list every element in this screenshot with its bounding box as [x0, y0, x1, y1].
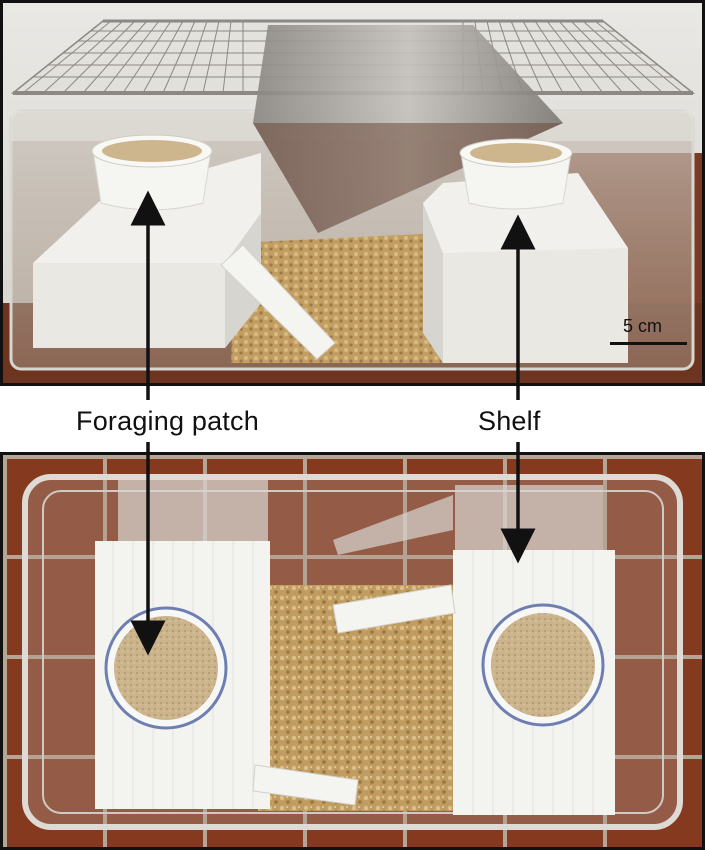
top-view-photo — [0, 452, 705, 850]
right-foraging-bowl-top — [481, 603, 605, 727]
ramp-top — [332, 584, 456, 634]
shelf-label: Shelf — [478, 406, 541, 436]
foraging-patch-label: Foraging patch — [76, 406, 259, 436]
scale-bar-label: 5 cm — [623, 316, 663, 336]
right-shelf — [423, 173, 628, 363]
ramp — [220, 244, 336, 360]
left-foraging-bowl-top — [104, 606, 228, 730]
side-view-photo: 5 cm — [0, 0, 705, 386]
ramp-lower — [252, 764, 359, 806]
left-foraging-bowl — [91, 134, 213, 211]
top-view-illustration — [3, 455, 702, 847]
bedding — [231, 233, 448, 363]
side-view-illustration — [3, 3, 702, 383]
right-foraging-bowl — [459, 138, 573, 210]
scale-bar — [610, 342, 687, 345]
